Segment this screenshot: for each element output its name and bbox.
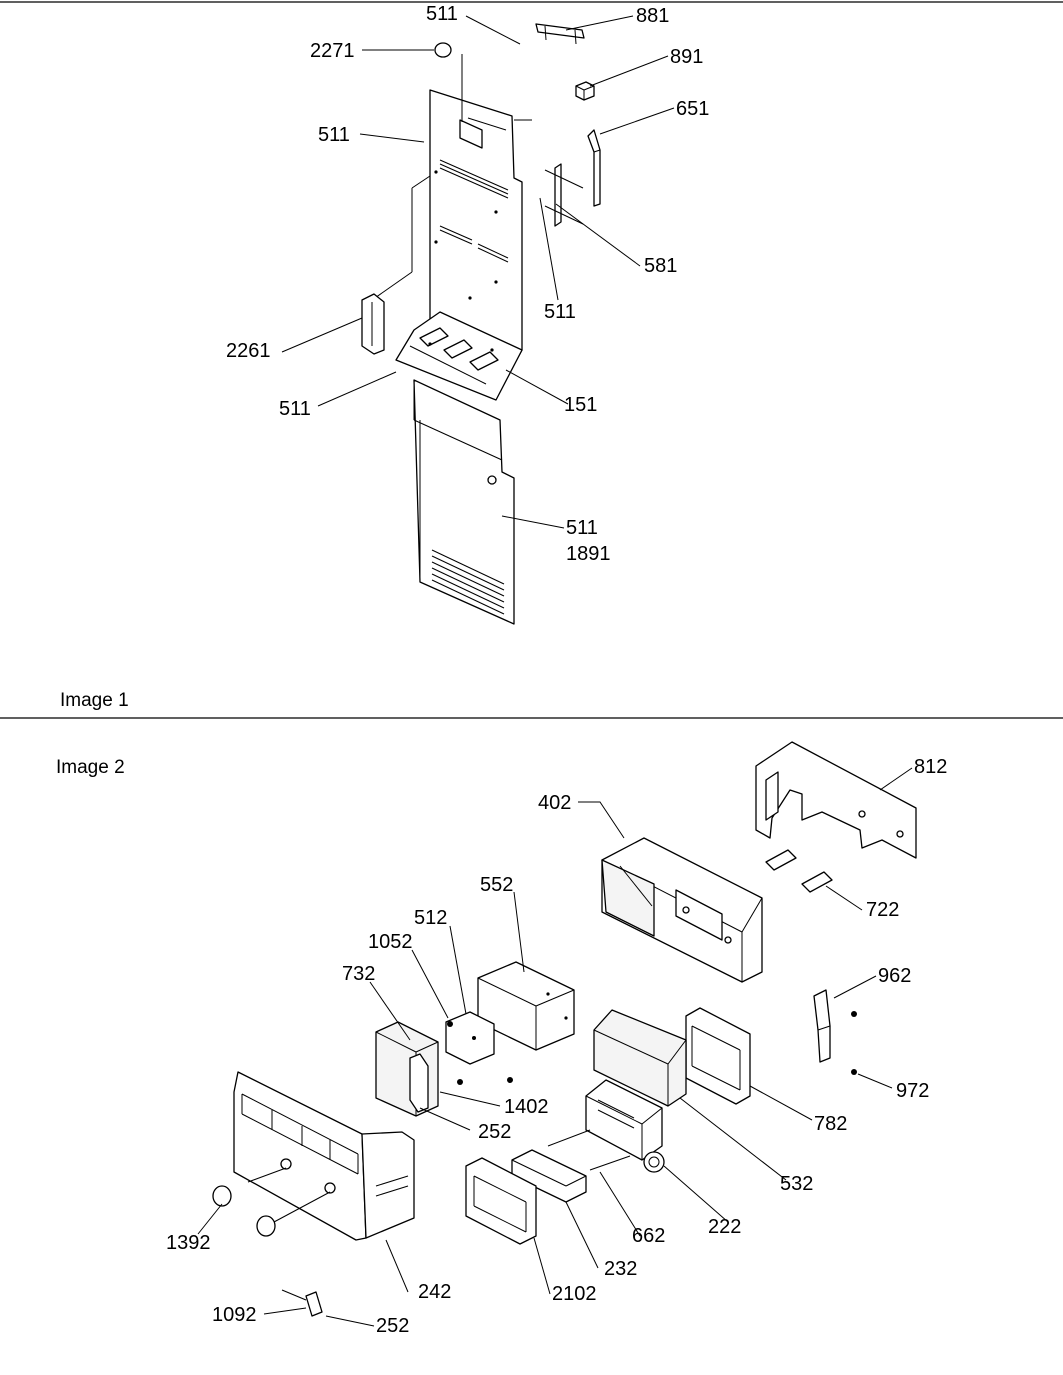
part-732-box <box>375 1021 439 1117</box>
part-151-tray <box>395 311 523 401</box>
callout: 782 <box>814 1113 847 1135</box>
part-651-strip <box>587 129 601 207</box>
callout: 972 <box>896 1080 929 1102</box>
part-1092-clip <box>281 1289 323 1317</box>
callout: 662 <box>632 1225 665 1247</box>
callout: 1392 <box>166 1232 211 1254</box>
part-581-bracket <box>544 163 584 227</box>
callout: 511 <box>566 517 598 539</box>
part-812-bracket <box>755 741 917 859</box>
image2-assembly <box>212 741 917 1317</box>
callout: 1402 <box>504 1096 549 1118</box>
callout: 222 <box>708 1216 741 1238</box>
callout: 252 <box>478 1121 511 1143</box>
screw-1402 <box>457 1079 463 1085</box>
callout: 242 <box>418 1281 451 1303</box>
callout: 1092 <box>212 1304 257 1326</box>
main-panel <box>371 89 523 391</box>
callout: 1891 <box>566 543 611 565</box>
callout: 511 <box>426 3 458 25</box>
part-222-body <box>585 1079 665 1173</box>
callout: 812 <box>914 756 947 778</box>
part-2261-clip <box>361 293 385 355</box>
part-402-housing <box>601 837 763 983</box>
screw-662-shaft <box>547 1129 591 1147</box>
callout: 2271 <box>310 40 355 62</box>
screw-1052 <box>447 1021 453 1027</box>
screw-1402b <box>507 1077 513 1083</box>
callout: 2261 <box>226 340 271 362</box>
image1-caption: Image 1 <box>60 690 129 711</box>
screw-972 <box>851 1069 857 1075</box>
callout: 891 <box>670 46 703 68</box>
part-1392-knobs <box>212 1185 276 1237</box>
callout: 722 <box>866 899 899 921</box>
image1-assembly <box>361 23 601 625</box>
part-891-block <box>575 81 595 101</box>
callout: 732 <box>342 963 375 985</box>
image1-callouts: 511 881 2271 891 511 651 581 511 2261 51… <box>226 3 709 565</box>
part-512-mount <box>445 1011 495 1065</box>
callout: 512 <box>414 907 447 929</box>
callout: 2102 <box>552 1283 597 1305</box>
callout: 532 <box>780 1173 813 1195</box>
image1-leaders <box>281 15 675 529</box>
callout: 151 <box>564 394 597 416</box>
callout: 881 <box>636 5 669 27</box>
callout: 511 <box>318 124 350 146</box>
callout: 651 <box>676 98 709 120</box>
part-2102-plate <box>465 1157 537 1245</box>
callout: 552 <box>480 874 513 896</box>
part-881-bracket <box>535 23 585 45</box>
image2-leaders <box>197 767 913 1327</box>
callout: 402 <box>538 792 571 814</box>
callout: 252 <box>376 1315 409 1337</box>
part-782-frame <box>685 1007 751 1105</box>
part-722-spacers <box>765 849 833 893</box>
part-532-cover <box>593 1009 687 1107</box>
callout: 581 <box>644 255 677 277</box>
screw-662b-shaft <box>589 1155 631 1171</box>
callout: 1052 <box>368 931 413 953</box>
part-962-strip <box>813 989 831 1063</box>
screw-962 <box>851 1011 857 1017</box>
part-2271-cap <box>434 42 452 58</box>
callout: 511 <box>544 301 576 323</box>
callout: 511 <box>279 398 311 420</box>
image2-callouts: 812 402 722 552 512 1052 732 962 972 140… <box>166 756 947 1337</box>
part-1891-lower-panel <box>413 379 515 625</box>
image2-caption: Image 2 <box>56 757 125 778</box>
part-242-front-panel <box>233 1071 415 1241</box>
callout: 962 <box>878 965 911 987</box>
callout: 232 <box>604 1258 637 1280</box>
